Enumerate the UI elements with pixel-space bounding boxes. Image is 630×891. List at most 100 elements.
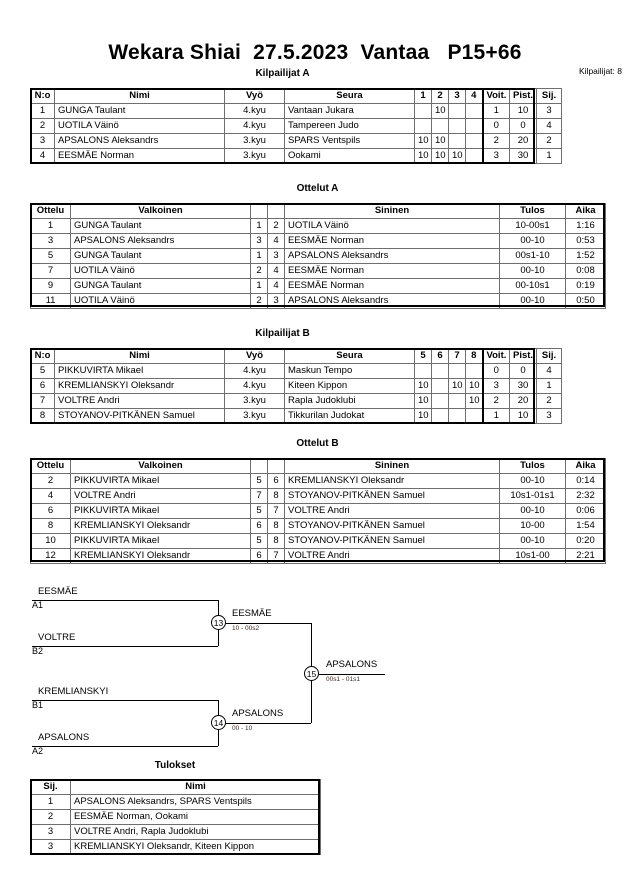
pool-a-table: N:o Nimi Vyö Seura 1 2 3 4 Voit. Pist. S… bbox=[30, 88, 562, 164]
cell-blue-name: EESMÄE Norman bbox=[284, 233, 500, 249]
cell-name: PIKKUVIRTA Mikael bbox=[54, 363, 225, 379]
cell-club: Kiteen Kippon bbox=[284, 378, 415, 394]
cell-opp-8 bbox=[465, 408, 483, 424]
cell-blue-no: 4 bbox=[267, 233, 285, 249]
cell-opp-7 bbox=[448, 363, 466, 379]
cell-match-no: 12 bbox=[30, 548, 71, 564]
bracket-line-entrant-4 bbox=[32, 746, 218, 747]
cell-match-no: 1 bbox=[30, 218, 71, 234]
cell-result: 00-10 bbox=[499, 473, 566, 489]
cell-no: 7 bbox=[30, 393, 55, 409]
cell-white-name: PIKKUVIRTA Mikael bbox=[70, 533, 251, 549]
cell-rank: 1 bbox=[536, 378, 562, 394]
cell-rank: 4 bbox=[536, 363, 562, 379]
bracket-entrant-seed: B1 bbox=[32, 700, 44, 710]
table-header-row: N:o Nimi Vyö Seura 1 2 3 4 Voit. Pist. S… bbox=[30, 88, 562, 104]
cell-opp-5: 10 bbox=[414, 408, 432, 424]
cell-no: 8 bbox=[30, 408, 55, 424]
cell-rank: 2 bbox=[536, 133, 562, 149]
col-blue: Sininen bbox=[284, 458, 500, 474]
cell-name: VOLTRE Andri, Rapla Judoklubi bbox=[70, 824, 321, 840]
cell-wins: 1 bbox=[481, 408, 510, 424]
cell-wins: 3 bbox=[481, 378, 510, 394]
cell-belt: 3.kyu bbox=[224, 148, 285, 164]
bracket-entrant-name: APSALONS bbox=[38, 732, 90, 743]
table-row: 4 VOLTRE Andri 7 8 STOYANOV-PITKÄNEN Sam… bbox=[30, 488, 606, 504]
cell-match-no: 8 bbox=[30, 518, 71, 534]
bracket-entrant-name: EESMÄE bbox=[38, 586, 78, 597]
cell-wins: 0 bbox=[481, 118, 510, 134]
competitor-count: Kilpailijat: 8 bbox=[579, 66, 622, 76]
cell-blue-no: 7 bbox=[267, 503, 285, 519]
cell-rank: 3 bbox=[536, 103, 562, 119]
cell-blue-name: KREMLIANSKYI Oleksandr bbox=[284, 473, 500, 489]
cell-wins: 0 bbox=[481, 363, 510, 379]
cell-points: 0 bbox=[509, 118, 537, 134]
cell-club: Tampereen Judo bbox=[284, 118, 415, 134]
cell-result: 00-10 bbox=[499, 293, 566, 309]
cell-belt: 4.kyu bbox=[224, 118, 285, 134]
bracket-entrant-seed: A2 bbox=[32, 746, 44, 756]
cell-match-no: 3 bbox=[30, 233, 71, 249]
cell-belt: 4.kyu bbox=[224, 363, 285, 379]
bracket-entrant-name: VOLTRE bbox=[38, 632, 76, 643]
cell-time: 0:06 bbox=[565, 503, 606, 519]
cell-white-name: PIKKUVIRTA Mikael bbox=[70, 473, 251, 489]
cell-blue-name: STOYANOV-PITKÄNEN Samuel bbox=[284, 518, 500, 534]
table-row: 8 STOYANOV-PITKÄNEN Samuel 3.kyu Tikkuri… bbox=[30, 408, 562, 424]
col-match: Ottelu bbox=[30, 458, 71, 474]
cell-white-no: 2 bbox=[250, 263, 268, 279]
col-name: Nimi bbox=[54, 88, 225, 104]
cell-name: KREMLIANSKYI Oleksandr bbox=[54, 378, 225, 394]
col-club: Seura bbox=[284, 348, 415, 364]
cell-blue-name: STOYANOV-PITKÄNEN Samuel bbox=[284, 533, 500, 549]
cell-result: 00-10 bbox=[499, 503, 566, 519]
cell-opp-4 bbox=[465, 133, 483, 149]
col-white-no bbox=[250, 458, 268, 474]
col-rank: Sij. bbox=[30, 779, 71, 795]
cell-blue-name: UOTILA Väinö bbox=[284, 218, 500, 234]
cell-white-no: 1 bbox=[250, 218, 268, 234]
cell-result: 00-10 bbox=[499, 233, 566, 249]
cell-name: GUNGA Taulant bbox=[54, 103, 225, 119]
col-time: Aika bbox=[565, 203, 606, 219]
cell-blue-no: 7 bbox=[267, 548, 285, 564]
cell-white-name: GUNGA Taulant bbox=[70, 218, 251, 234]
col-name: Nimi bbox=[70, 779, 321, 795]
cell-name: UOTILA Väinö bbox=[54, 118, 225, 134]
cell-name: VOLTRE Andri bbox=[54, 393, 225, 409]
col-opp-5: 5 bbox=[414, 348, 432, 364]
col-rank: Sij. bbox=[536, 348, 562, 364]
cell-rank: 3 bbox=[30, 824, 71, 840]
col-blue-no bbox=[267, 203, 285, 219]
cell-opp-7 bbox=[448, 393, 466, 409]
cell-white-no: 5 bbox=[250, 503, 268, 519]
bracket-entrant-name: KREMLIANSKYI bbox=[38, 686, 109, 697]
cell-opp-2: 10 bbox=[431, 103, 449, 119]
cell-belt: 4.kyu bbox=[224, 378, 285, 394]
table-row: 12 KREMLIANSKYI Oleksandr 6 7 VOLTRE And… bbox=[30, 548, 606, 564]
cell-rank: 2 bbox=[536, 393, 562, 409]
bracket-match-number-15: 15 bbox=[304, 666, 319, 681]
table-row: 6 PIKKUVIRTA Mikael 5 7 VOLTRE Andri 00-… bbox=[30, 503, 606, 519]
col-white: Valkoinen bbox=[70, 203, 251, 219]
cell-rank: 1 bbox=[30, 794, 71, 810]
table-row: 5 GUNGA Taulant 1 3 APSALONS Aleksandrs … bbox=[30, 248, 606, 264]
page-title: Wekara Shiai 27.5.2023 Vantaa P15+66 bbox=[108, 41, 522, 64]
table-row: 7 UOTILA Väinö 2 4 EESMÄE Norman 00-10 0… bbox=[30, 263, 606, 279]
cell-opp-8: 10 bbox=[465, 378, 483, 394]
matches-b-table: Ottelu Valkoinen Sininen Tulos Aika 2 PI… bbox=[30, 458, 606, 564]
table-row: 2 UOTILA Väinö 4.kyu Tampereen Judo 0 0 … bbox=[30, 118, 562, 134]
cell-name: APSALONS Aleksandrs, SPARS Ventspils bbox=[70, 794, 321, 810]
cell-opp-5 bbox=[414, 363, 432, 379]
cell-belt: 4.kyu bbox=[224, 103, 285, 119]
col-club: Seura bbox=[284, 88, 415, 104]
cell-time: 0:20 bbox=[565, 533, 606, 549]
table-row: 2 PIKKUVIRTA Mikael 5 6 KREMLIANSKYI Ole… bbox=[30, 473, 606, 489]
bracket-line-entrant-1 bbox=[32, 600, 218, 601]
cell-white-name: APSALONS Aleksandrs bbox=[70, 233, 251, 249]
col-no: N:o bbox=[30, 348, 55, 364]
cell-opp-2 bbox=[431, 118, 449, 134]
cell-wins: 2 bbox=[481, 393, 510, 409]
table-row: 1 GUNGA Taulant 1 2 UOTILA Väinö 10-00s1… bbox=[30, 218, 606, 234]
